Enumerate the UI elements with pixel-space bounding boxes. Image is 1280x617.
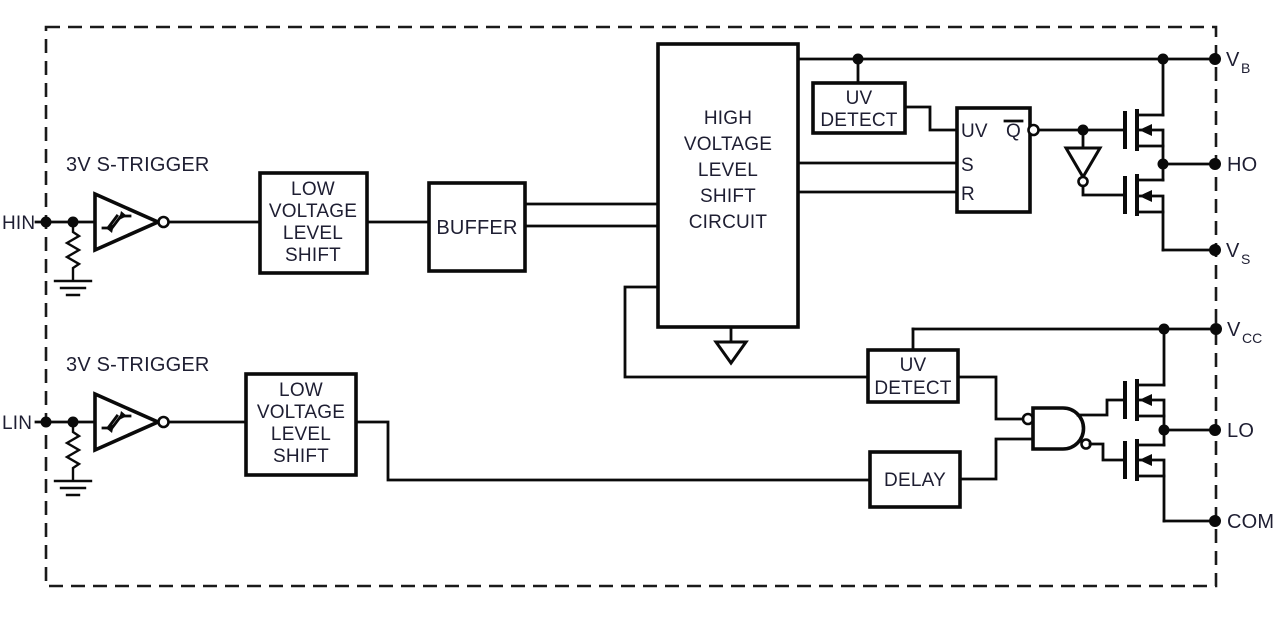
qbar-bubble bbox=[1027, 123, 1040, 137]
uv-to-latch-wire bbox=[903, 105, 959, 132]
ho-pin-dot bbox=[1209, 158, 1221, 170]
uv-detect-top-line1: UV bbox=[846, 88, 873, 109]
latch-r-label: R bbox=[961, 184, 975, 205]
delay-label: DELAY bbox=[884, 470, 946, 491]
high-side-input-stage: HIN 3V S-TRIGGER bbox=[2, 154, 262, 297]
vcc-pin-dot bbox=[1210, 323, 1222, 335]
uv-detect-bottom-line1: UV bbox=[900, 355, 927, 376]
delay-block: DELAY bbox=[868, 450, 962, 509]
pin-label-com: COM bbox=[1227, 511, 1274, 533]
hvls-line2: VOLTAGE bbox=[684, 134, 772, 155]
low-voltage-level-shift-top-block: LOW VOLTAGE LEVEL SHIFT bbox=[258, 171, 369, 275]
lvls-bottom-line3: LEVEL bbox=[271, 424, 331, 445]
pin-label-lin: LIN bbox=[2, 413, 32, 434]
com-pin-dot bbox=[1209, 515, 1221, 527]
hvls-line3: LEVEL bbox=[698, 160, 758, 181]
buffer-label: BUFFER bbox=[436, 217, 517, 239]
latch-qbar-label: Q bbox=[1006, 121, 1021, 142]
schmitt-trigger-icon bbox=[93, 391, 170, 453]
latch-uv-label: UV bbox=[961, 121, 988, 142]
low-side-input-stage: LIN 3V S-TRIGGER bbox=[2, 354, 248, 497]
mosfet-low-lower-icon bbox=[1123, 428, 1166, 523]
hysteresis-icon bbox=[101, 411, 132, 433]
delay-to-nand-wire bbox=[958, 437, 1035, 481]
vb-pin-dot bbox=[1209, 53, 1221, 65]
high-voltage-level-shift-block: HIGH VOLTAGE LEVEL SHIFT CIRCUIT bbox=[656, 42, 800, 366]
nand-inverted-out-wire bbox=[1088, 442, 1127, 462]
buffer-block: BUFFER bbox=[427, 181, 527, 273]
pin-label-vcc-sub: CC bbox=[1242, 330, 1262, 346]
lo-pin-dot bbox=[1209, 424, 1221, 436]
pulldown-resistor-icon bbox=[64, 225, 82, 281]
uv-to-nand-wire bbox=[956, 375, 1025, 421]
mosfet-high-upper-icon bbox=[1123, 57, 1165, 166]
low-voltage-level-shift-bottom-block: LOW VOLTAGE LEVEL SHIFT bbox=[244, 372, 358, 477]
pin-label-vb: V bbox=[1226, 49, 1240, 71]
hvls-line4: SHIFT bbox=[700, 186, 756, 207]
pin-label-vs-sub: S bbox=[1241, 251, 1250, 267]
lvls-bottom-line2: VOLTAGE bbox=[257, 402, 345, 423]
nand-gate-icon bbox=[1021, 398, 1127, 462]
uv-detect-top-block: UV DETECT bbox=[811, 57, 907, 135]
ground-icon bbox=[53, 479, 93, 497]
schmitt-trigger-label: 3V S-TRIGGER bbox=[66, 154, 210, 176]
lvls-to-delay-wire bbox=[354, 420, 872, 482]
ic-boundary bbox=[44, 25, 1218, 588]
uv-detect-bottom-line2: DETECT bbox=[874, 378, 951, 399]
lvls-bottom-line4: SHIFT bbox=[273, 446, 329, 467]
pin-label-ho: HO bbox=[1227, 154, 1257, 176]
mosfet-high-lower-icon bbox=[1123, 162, 1165, 252]
hin-junction-dot bbox=[67, 216, 79, 228]
pin-vs: V S bbox=[1209, 240, 1250, 267]
lvls-top-line1: LOW bbox=[291, 179, 335, 200]
lvls-top-line3: LEVEL bbox=[283, 223, 343, 244]
pin-com: COM bbox=[1209, 511, 1274, 533]
hin-pin-dot bbox=[40, 216, 52, 228]
sr-latch-block: UV S R Q bbox=[796, 106, 1040, 214]
lin-junction-dot bbox=[67, 416, 79, 428]
pin-label-lo: LO bbox=[1227, 420, 1254, 442]
pin-vb: V B bbox=[1209, 49, 1250, 76]
ground-icon bbox=[53, 279, 93, 297]
pin-label-vs: V bbox=[1226, 240, 1240, 262]
latch-s-label: S bbox=[961, 155, 974, 176]
lvls-bottom-line1: LOW bbox=[279, 380, 323, 401]
uv-detect-top-line2: DETECT bbox=[820, 110, 897, 131]
pulldown-resistor-icon bbox=[64, 425, 82, 481]
nand-true-out-wire bbox=[1076, 398, 1127, 417]
pin-label-hin: HIN bbox=[2, 213, 35, 234]
schmitt-trigger-icon bbox=[93, 191, 170, 253]
mosfet-low-upper-icon bbox=[1123, 327, 1166, 432]
uv-feedback-wire bbox=[623, 285, 870, 379]
schmitt-trigger-label: 3V S-TRIGGER bbox=[66, 354, 210, 376]
pin-ho: HO bbox=[1209, 154, 1257, 176]
hvls-line1: HIGH bbox=[704, 108, 752, 129]
pin-label-vb-sub: B bbox=[1241, 60, 1250, 76]
lin-pin-dot bbox=[40, 416, 52, 428]
lvls-top-line4: SHIFT bbox=[285, 245, 341, 266]
hvls-line5: CIRCUIT bbox=[689, 212, 768, 233]
inverter-icon bbox=[1063, 128, 1127, 197]
hysteresis-icon bbox=[101, 211, 132, 233]
pin-label-vcc: V bbox=[1227, 319, 1241, 341]
ground-arrow-icon bbox=[713, 325, 749, 366]
lvls-top-line2: VOLTAGE bbox=[269, 201, 357, 222]
pin-vcc: V CC bbox=[1210, 319, 1262, 346]
pin-lo: LO bbox=[1209, 420, 1254, 442]
vs-pin-dot bbox=[1209, 244, 1221, 256]
uv-detect-bottom-block: UV DETECT bbox=[866, 327, 960, 404]
